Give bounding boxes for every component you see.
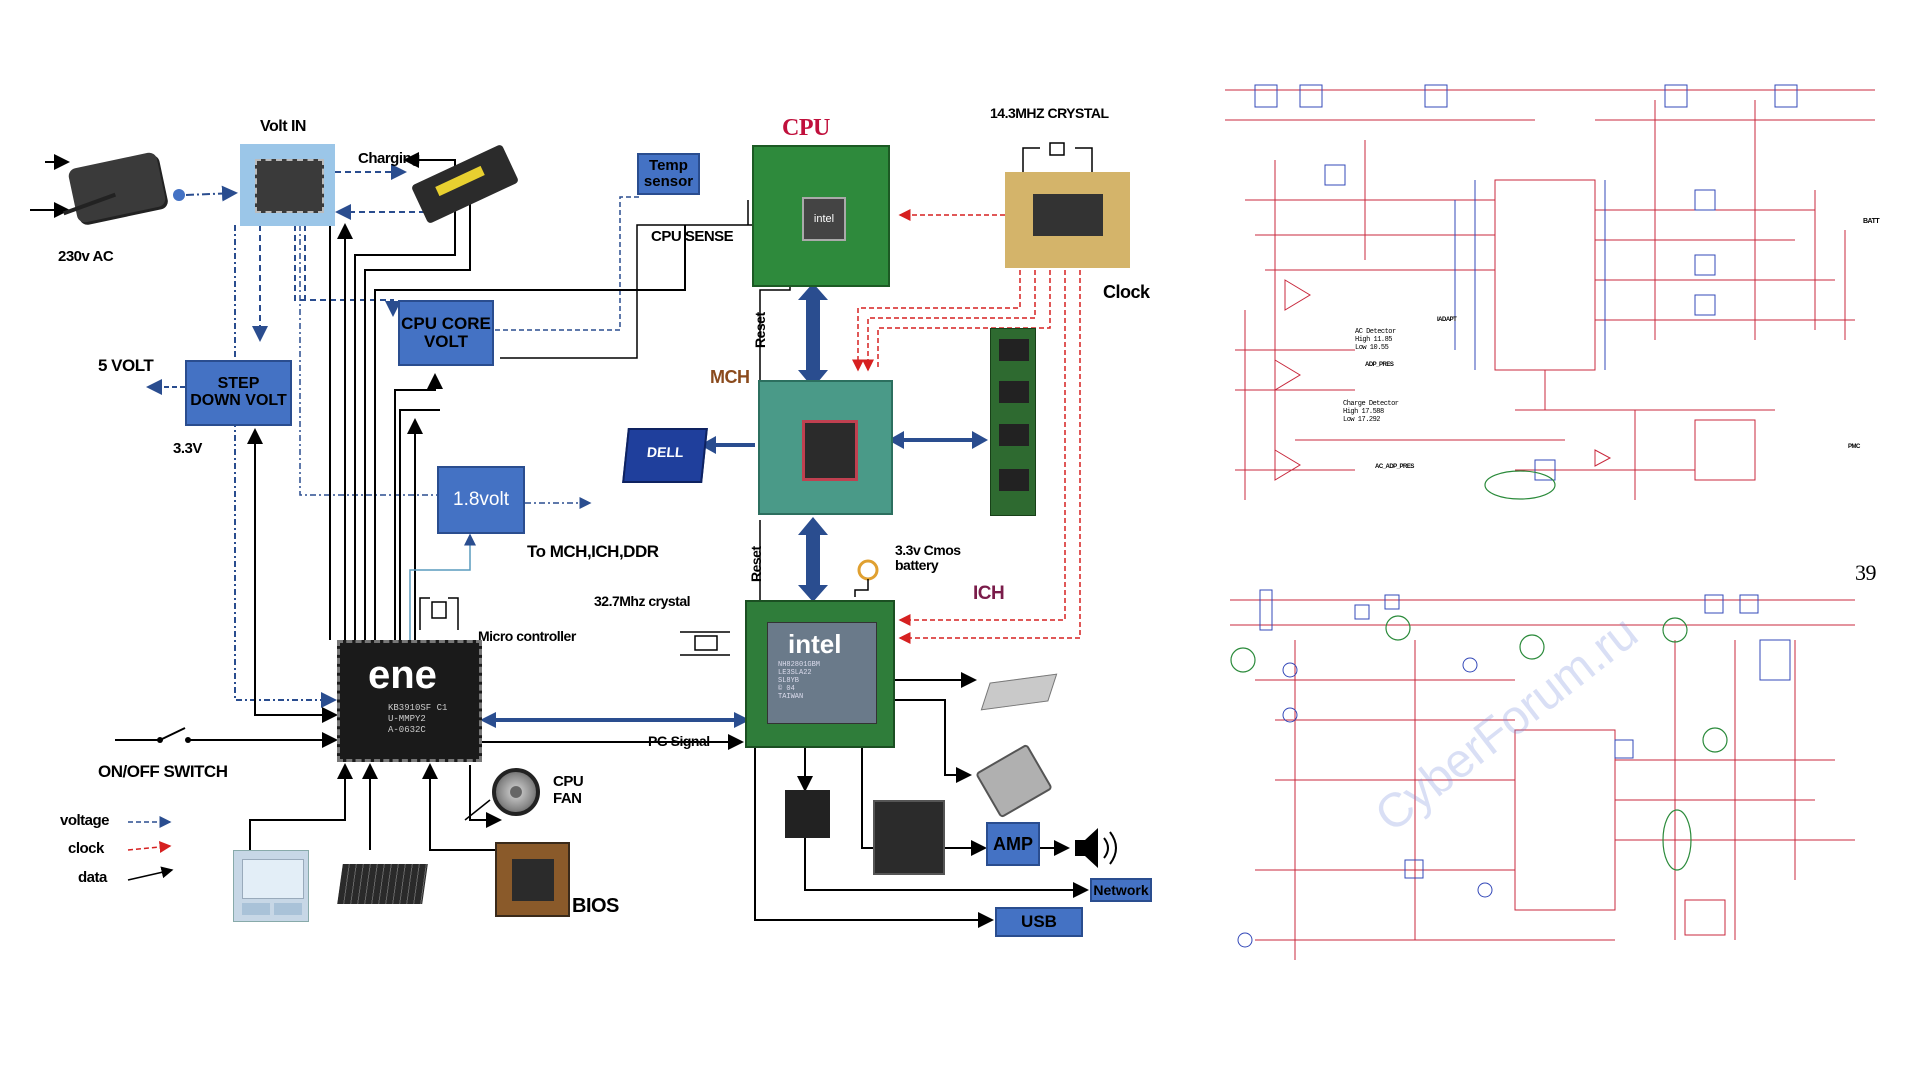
to-mch-label: To MCH,ICH,DDR: [527, 542, 659, 561]
network-box: Network: [1090, 878, 1152, 902]
crystal-14-label: 14.3MHZ CRYSTAL: [990, 105, 1109, 121]
clock-label: Clock: [1103, 282, 1150, 302]
audio-codec-image: [873, 800, 945, 875]
temp-sensor-box: Temp sensor: [637, 153, 700, 195]
step-down-volt-label: STEP DOWN VOLT: [190, 375, 287, 409]
crystal-32-label: 32.7Mhz crystal: [594, 593, 691, 609]
schematic-page-number: 39: [1855, 560, 1877, 585]
micro-controller-label: Micro controller: [478, 628, 576, 644]
adp-pres-net-label: ADP_PRES: [1365, 362, 1394, 368]
batt-net-label: BATT: [1863, 218, 1880, 225]
intel-logo: intel: [788, 629, 842, 659]
one-eight-volt-box: 1.8volt: [437, 466, 525, 534]
cpu-die: intel: [802, 197, 846, 241]
iadapt-net-label: IADAPT: [1437, 317, 1457, 323]
ac-detector-note: AC Detector High 11.85 Low 10.55: [1355, 328, 1396, 353]
dell-logo: DELL: [646, 444, 685, 460]
touchpad-image: [233, 850, 309, 922]
cpu-sense-label: CPU SENSE: [651, 228, 734, 245]
lan-chip-image: [785, 790, 830, 838]
cpu-core-volt-label: CPU CORE VOLT: [401, 314, 491, 351]
bios-chip-image: [495, 842, 570, 917]
dell-screen-image: DELL: [622, 428, 708, 483]
mch-chip-image: [758, 380, 893, 515]
amp-box: AMP: [986, 822, 1040, 866]
cpu-fan-label: CPU FAN: [553, 773, 584, 808]
charge-detector-note: Charge Detector High 17.588 Low 17.292: [1343, 400, 1399, 425]
usb-box: USB: [995, 907, 1083, 937]
cpu-fan-image: [492, 768, 540, 816]
battery-image: [410, 143, 522, 225]
volt-in-chip-image: [240, 144, 335, 226]
ich-part-number: NH82801GBM LE3SLA22 SL8YB © 04 TAIWAN: [778, 661, 821, 702]
mch-label: MCH: [710, 367, 750, 387]
ene-logo: ene: [368, 653, 437, 697]
cpu-chip-image: intel: [752, 145, 890, 287]
ram-module-image: [990, 328, 1036, 516]
keyboard-image: [330, 852, 435, 920]
cpu-label: CPU: [782, 115, 830, 141]
cmos-battery-label: 3.3v Cmos battery: [895, 542, 961, 574]
reset-bottom-label: Reset: [748, 546, 764, 582]
pmc-net-label: PMC: [1848, 444, 1860, 450]
diagram-connectors: [30, 142, 1117, 928]
schematic-drawing: [1225, 84, 1875, 960]
reset-top-label: Reset: [752, 312, 768, 348]
one-eight-volt-label: 1.8volt: [453, 489, 509, 511]
hard-drive-image: [975, 743, 1053, 819]
schematic-panel: 39 AC Detector High 11.85 Low 10.55 Char…: [1215, 80, 1895, 980]
ene-part-number: KB3910SF C1 U-MMPY2 A-0632C: [388, 703, 448, 735]
block-diagram: 230v AC Volt IN Charging CPU intel Temp …: [30, 105, 1152, 937]
on-off-switch-label: ON/OFF SWITCH: [98, 762, 228, 781]
bios-label: BIOS: [572, 895, 619, 917]
power-adapter-image: [62, 150, 172, 230]
step-down-volt-box: STEP DOWN VOLT: [185, 360, 292, 426]
micro-controller-chip-image: ene KB3910SF C1 U-MMPY2 A-0632C: [337, 640, 482, 762]
legend-voltage: voltage: [60, 812, 110, 829]
optical-drive-image: [980, 668, 1058, 716]
volt-in-label: Volt IN: [260, 118, 306, 135]
ich-chip-image: intel NH82801GBM LE3SLA22 SL8YB © 04 TAI…: [745, 600, 895, 748]
charging-label: Charging: [358, 150, 420, 167]
legend-data: data: [78, 869, 107, 886]
legend-clock: clock: [68, 840, 104, 857]
network-label: Network: [1093, 881, 1149, 898]
three-three-label: 3.3V: [173, 440, 202, 457]
temp-sensor-label: Temp sensor: [643, 157, 694, 190]
ac-adp-pres-net-label: AC_ADP_PRES: [1375, 464, 1414, 470]
pg-signal-label: PG Signal: [648, 733, 710, 749]
amp-label: AMP: [993, 833, 1033, 854]
cpu-core-volt-box: CPU CORE VOLT: [398, 300, 494, 366]
ac-input-label: 230v AC: [58, 248, 114, 265]
usb-label: USB: [1021, 912, 1057, 932]
five-volt-label: 5 VOLT: [98, 356, 154, 375]
ich-label: ICH: [973, 583, 1005, 604]
clock-chip-image: [1005, 172, 1130, 268]
